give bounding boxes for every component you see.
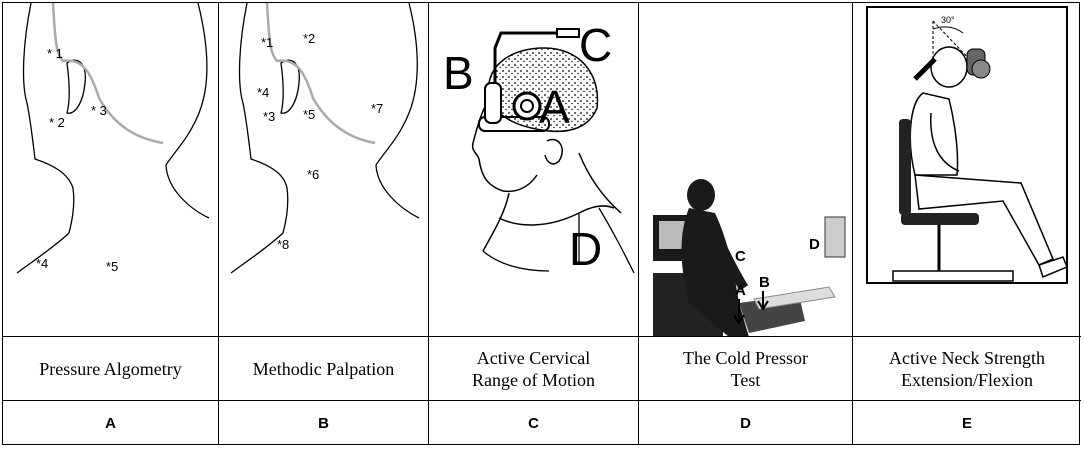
point-3: *3 bbox=[263, 109, 275, 124]
head-outline bbox=[375, 3, 420, 219]
callout-a: A bbox=[539, 81, 570, 133]
callout-d: D bbox=[569, 223, 602, 275]
panel-a: * 1 * 2 * 3 *4 *5 Pressure Algometry A bbox=[3, 3, 219, 444]
head bbox=[930, 46, 968, 88]
shirt bbox=[482, 207, 635, 274]
point-1: *1 bbox=[261, 35, 273, 50]
ear-outline bbox=[66, 59, 86, 114]
callout-b: B bbox=[443, 47, 474, 99]
chair-back bbox=[899, 119, 911, 215]
panel-a-title-line1: Pressure Algometry bbox=[39, 358, 182, 379]
panel-e-letter: E bbox=[961, 415, 972, 432]
callout-c: C bbox=[579, 19, 612, 71]
panel-c-title-line2: Range of Motion bbox=[472, 369, 595, 390]
point-3: * 3 bbox=[91, 103, 107, 118]
callout-c: C bbox=[735, 248, 746, 265]
panel-c-title-line1: Active Cervical bbox=[476, 347, 591, 368]
cervical-device-drawing: B C A D bbox=[443, 19, 635, 275]
callout-b: B bbox=[759, 274, 770, 291]
angle-label: 30° bbox=[941, 15, 955, 25]
person-head bbox=[687, 179, 715, 211]
panel-b-title-line1: Methodic Palpation bbox=[252, 358, 395, 379]
inclinometer-dial bbox=[512, 91, 542, 121]
panel-a-title: Pressure Algometry bbox=[3, 337, 218, 401]
point-7: *7 bbox=[371, 101, 383, 116]
head-strap bbox=[913, 57, 937, 81]
face-outline bbox=[230, 3, 289, 274]
panel-e-title-line2: Extension/Flexion bbox=[900, 369, 1033, 390]
panel-c-title: Active Cervical Range of Motion bbox=[429, 337, 638, 401]
panel-e-title: Active Neck Strength Extension/Flexion bbox=[853, 337, 1081, 401]
person-arm bbox=[710, 230, 749, 291]
point-8: *8 bbox=[277, 237, 289, 252]
ear bbox=[544, 138, 563, 165]
panel-d-title-line2: Test bbox=[730, 369, 761, 390]
panel-a-letter: A bbox=[105, 415, 116, 432]
foot bbox=[1038, 256, 1068, 279]
device-d bbox=[824, 216, 846, 258]
point-4: *4 bbox=[36, 256, 48, 271]
panel-c: B C A D Active Cervical Range of Motion … bbox=[429, 3, 639, 444]
angle-lines bbox=[932, 20, 974, 73]
glasses-frame bbox=[478, 116, 550, 132]
head-profile-drawing-a: * 1 * 2 * 3 *4 *5 bbox=[16, 3, 210, 274]
panel-d-letter: D bbox=[740, 415, 751, 432]
panel-c-letter: C bbox=[528, 415, 539, 432]
arm bbox=[930, 112, 960, 172]
headband bbox=[484, 82, 502, 124]
head-outline bbox=[165, 3, 210, 219]
point-1: * 1 bbox=[47, 46, 63, 61]
panel-d-title-line1: The Cold Pressor bbox=[683, 347, 808, 368]
point-6: *6 bbox=[307, 167, 319, 182]
panel-d-title: The Cold Pressor Test bbox=[639, 337, 852, 401]
point-4: *4 bbox=[257, 85, 269, 100]
chair-seat bbox=[901, 213, 979, 225]
frame-base bbox=[892, 270, 1014, 282]
person-body bbox=[681, 208, 749, 336]
frame bbox=[866, 6, 1068, 284]
callout-d: D bbox=[809, 236, 820, 253]
panel-b-title: Methodic Palpation bbox=[219, 337, 428, 401]
point-5: *5 bbox=[106, 259, 118, 274]
panel-b: *1 *2 *4 *3 *5 *7 *6 *8 Methodic Palpati… bbox=[219, 3, 429, 444]
panel-e-title-line1: Active Neck Strength bbox=[889, 347, 1045, 368]
neck-strength-drawing: 30° bbox=[866, 6, 1068, 284]
panel-d-illustration: C A B D bbox=[639, 3, 852, 337]
face-outline bbox=[16, 3, 75, 274]
zone-line bbox=[51, 3, 164, 145]
point-5: *5 bbox=[303, 107, 315, 122]
zone-line bbox=[265, 3, 376, 145]
panel-a-illustration: * 1 * 2 * 3 *4 *5 bbox=[3, 3, 218, 337]
ear-outline bbox=[280, 59, 300, 114]
panel-d: C A B D The Cold Pressor Test D bbox=[639, 3, 853, 444]
device-sensor bbox=[556, 28, 580, 38]
face-profile bbox=[471, 102, 538, 193]
head-profile-drawing-b: *1 *2 *4 *3 *5 *7 *6 *8 bbox=[230, 3, 420, 274]
point-2: *2 bbox=[303, 31, 315, 46]
panel-c-illustration: B C A D bbox=[429, 3, 638, 337]
panel-e-illustration: 30° bbox=[853, 3, 1081, 337]
panel-e: 30° Active Neck Strength Extension/Flexi… bbox=[853, 3, 1081, 444]
panel-b-letter: B bbox=[318, 415, 329, 432]
callout-a: A bbox=[735, 282, 746, 299]
panel-b-illustration: *1 *2 *4 *3 *5 *7 *6 *8 bbox=[219, 3, 428, 337]
torso bbox=[909, 92, 959, 176]
point-2: * 2 bbox=[49, 115, 65, 130]
cold-pressor-photo: C A B D bbox=[653, 173, 846, 336]
